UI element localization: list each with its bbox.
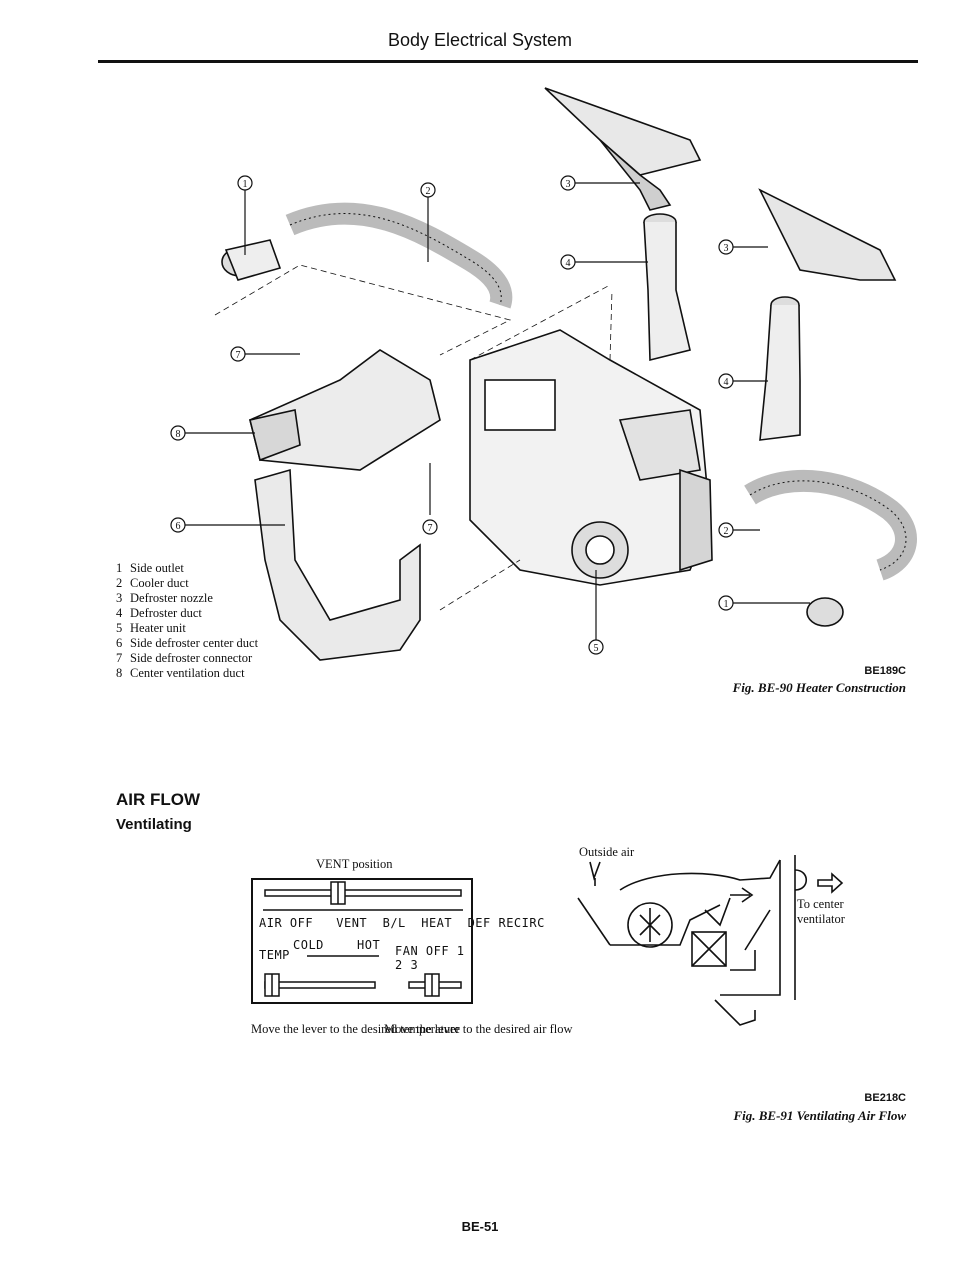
to-center-label: To center xyxy=(797,897,844,911)
callout-2b: 2 xyxy=(724,526,729,537)
outside-air-label: Outside air xyxy=(579,845,635,859)
figure-code-2: BE218C xyxy=(864,1092,906,1104)
callout-2: 2 xyxy=(426,186,431,197)
heater-construction-diagram: 1 2 3 4 7 8 6 7 5 3 4 2 1 xyxy=(170,87,917,661)
callout-3b: 3 xyxy=(724,243,729,254)
hot-label: HOT xyxy=(357,938,381,952)
section-subtitle: Ventilating xyxy=(116,816,192,833)
figure-caption: Fig. BE-90 Heater Construction xyxy=(732,680,906,695)
header-rule xyxy=(98,60,918,63)
callout-4b: 4 xyxy=(724,377,729,388)
section-title: AIR FLOW xyxy=(116,790,201,809)
temp-label: TEMP xyxy=(259,948,290,962)
callout-6: 6 xyxy=(176,521,181,532)
callout-1: 1 xyxy=(243,179,248,190)
cold-label: COLD xyxy=(293,938,324,952)
figure-code: BE189C xyxy=(864,665,906,677)
callout-4: 4 xyxy=(566,258,571,269)
note-air-flow: Move the lever to the desired air flow xyxy=(384,1022,573,1036)
panel-levers xyxy=(263,881,463,997)
figure-caption-2: Fig. BE-91 Ventilating Air Flow xyxy=(733,1108,906,1123)
callout-7: 7 xyxy=(236,350,241,361)
vent-position-label: VENT position xyxy=(316,857,393,871)
ventilator-label: ventilator xyxy=(797,912,845,926)
callout-3: 3 xyxy=(566,179,571,190)
airflow-diagram xyxy=(577,855,844,1026)
fan-row: FAN OFF 1 2 3 xyxy=(395,944,465,972)
callout-8: 8 xyxy=(176,429,181,440)
air-mode-row: AIR OFF VENT B/L HEAT DEF RECIRC xyxy=(259,916,545,930)
callout-7b: 7 xyxy=(428,523,433,534)
note-temperature: Move the lever to the desired temperatur… xyxy=(251,1022,460,1036)
page-header: Body Electrical System xyxy=(387,30,573,50)
callout-5: 5 xyxy=(594,643,599,654)
page-number: BE-51 xyxy=(461,1219,499,1234)
callout-1b: 1 xyxy=(724,599,729,610)
control-panel: AIR OFF VENT B/L HEAT DEF RECIRC TEMP CO… xyxy=(251,878,544,1004)
